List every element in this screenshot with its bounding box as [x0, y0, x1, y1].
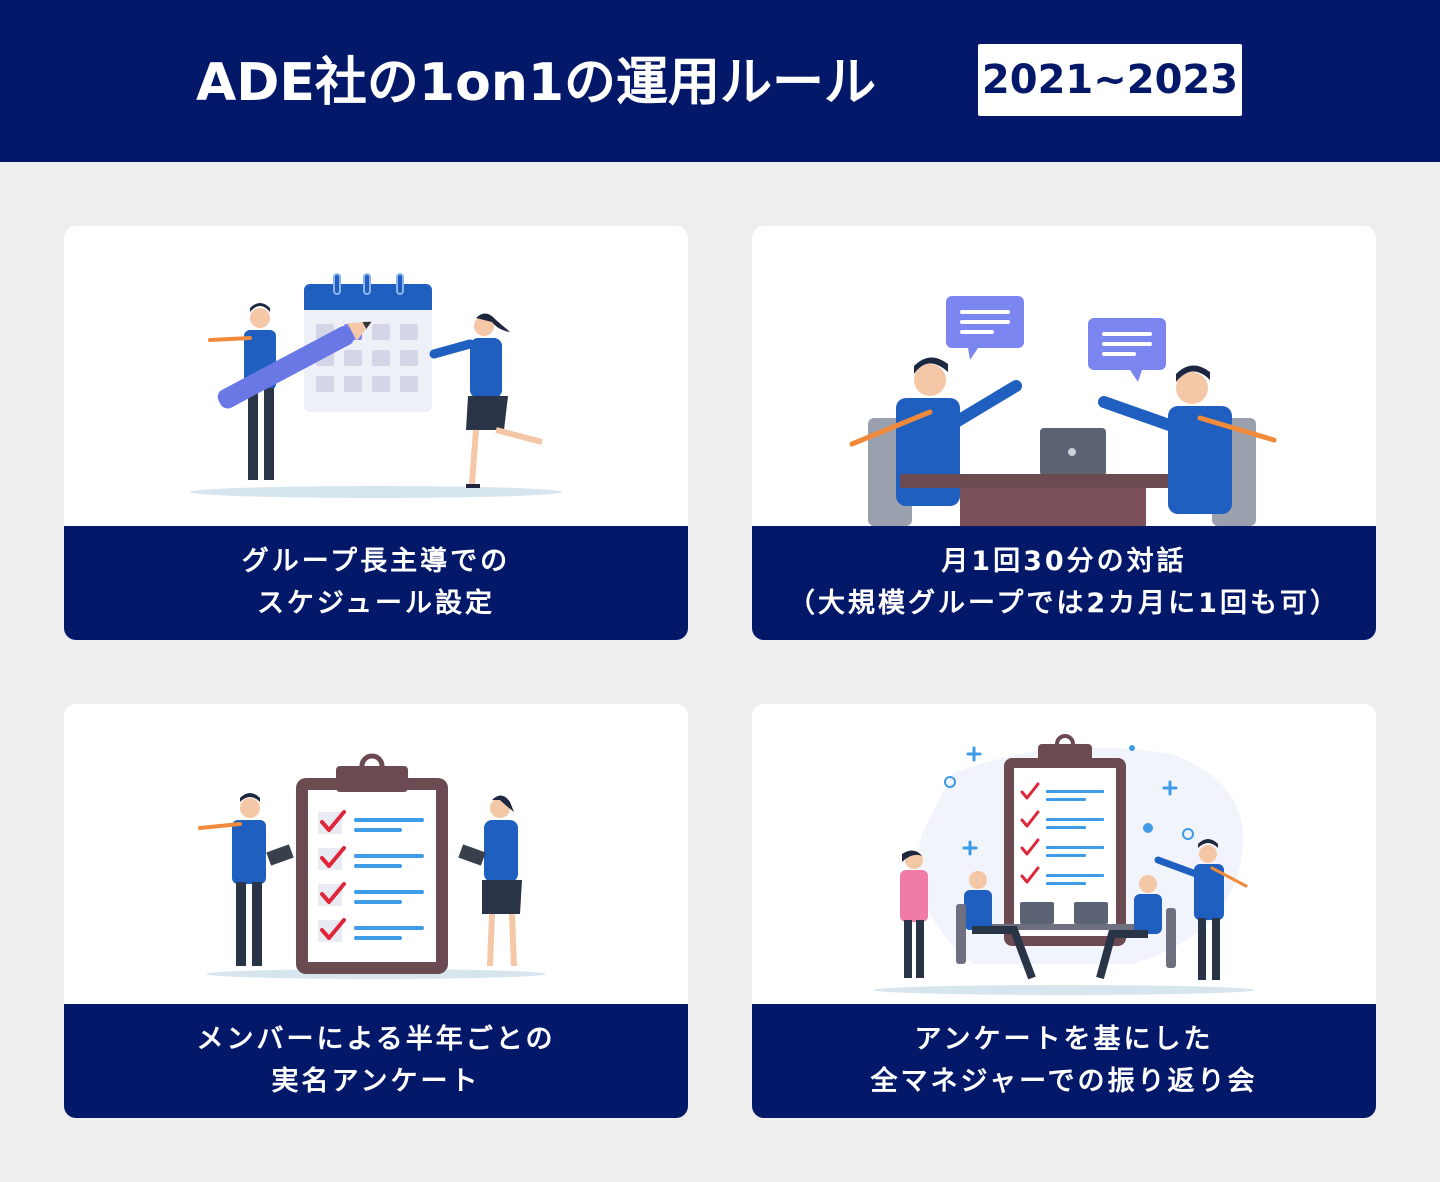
- review-meeting-illustration: [874, 734, 1254, 995]
- caption-line: メンバーによる半年ごとの: [196, 1024, 556, 1055]
- card-caption: アンケートを基にした 全マネジャーでの振り返り会: [752, 1004, 1376, 1118]
- survey-clipboard-illustration: [198, 753, 546, 979]
- rule-card-survey: メンバーによる半年ごとの 実名アンケート: [64, 704, 688, 1118]
- card-caption: メンバーによる半年ごとの 実名アンケート: [64, 1004, 688, 1118]
- caption-line: （大規模グループでは2カ月に1回も可）: [788, 588, 1340, 619]
- caption-line: アンケートを基にした: [914, 1024, 1214, 1055]
- period-badge: 2021~2023: [978, 44, 1242, 116]
- header-banner: ADE社の1on1の運用ルール 2021~2023: [0, 0, 1440, 162]
- caption-line: スケジュール設定: [256, 588, 496, 619]
- card-caption: グループ長主導での スケジュール設定: [64, 526, 688, 640]
- card-caption: 月1回30分の対話 （大規模グループでは2カ月に1回も可）: [752, 526, 1376, 640]
- rule-card-dialogue: 月1回30分の対話 （大規模グループでは2カ月に1回も可）: [752, 226, 1376, 640]
- calendar-scheduling-illustration: [190, 273, 562, 498]
- page-title: ADE社の1on1の運用ルール: [196, 53, 877, 113]
- dialogue-illustration: [849, 296, 1277, 526]
- rule-card-scheduling: グループ長主導での スケジュール設定: [64, 226, 688, 640]
- caption-line: 月1回30分の対話: [941, 546, 1187, 577]
- caption-line: グループ長主導での: [241, 546, 511, 577]
- caption-line: 実名アンケート: [271, 1066, 481, 1097]
- caption-line: 全マネジャーでの振り返り会: [870, 1066, 1258, 1097]
- rule-card-review-meeting: アンケートを基にした 全マネジャーでの振り返り会: [752, 704, 1376, 1118]
